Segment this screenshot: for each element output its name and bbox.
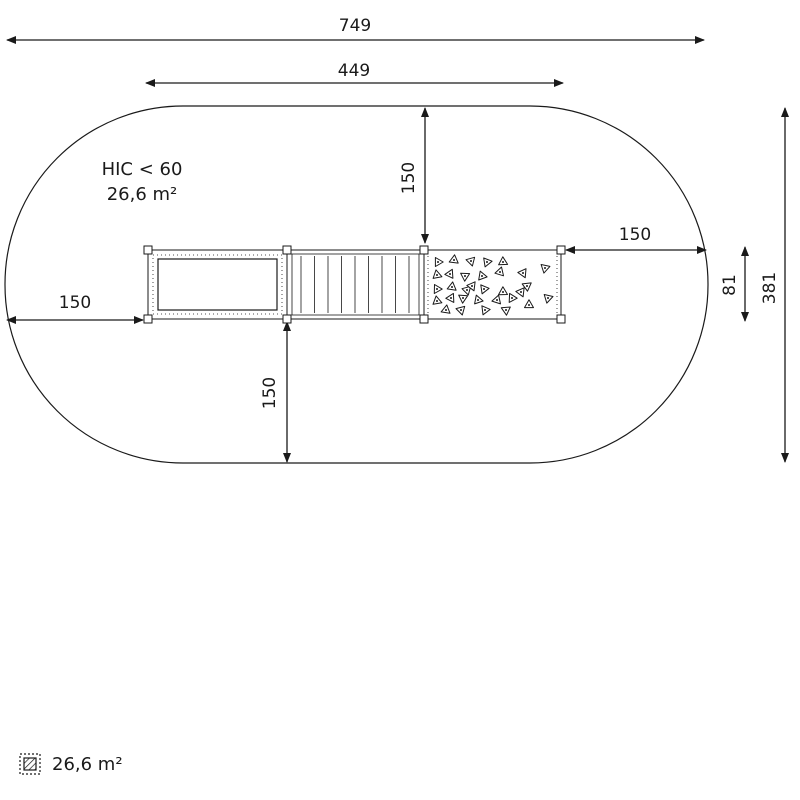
dimension-top-clearance: 150	[399, 107, 429, 244]
climbing-hold-bolt	[481, 275, 483, 277]
dimension-total-width: 749	[6, 16, 705, 44]
climbing-hold-bolt	[449, 273, 451, 275]
dimension-label-total-width: 749	[339, 16, 371, 36]
climbing-hold	[498, 256, 509, 266]
climbing-hold	[524, 299, 534, 309]
climbing-hold-bolt	[483, 288, 485, 290]
dimension-label-total-depth: 381	[760, 272, 780, 304]
climbing-hold-bolt	[544, 267, 546, 269]
climbing-hold-bolt	[499, 271, 501, 273]
climbing-hold	[480, 284, 490, 295]
climbing-hold-bolt	[484, 309, 486, 311]
climbing-hold-bolt	[453, 259, 455, 261]
climbing-hold-bolt	[502, 291, 504, 293]
climbing-hold-bolt	[464, 275, 466, 277]
climbing-hold-bolt	[502, 261, 504, 263]
climbing-hold	[432, 295, 443, 305]
climbing-hold	[483, 257, 493, 268]
post	[419, 314, 429, 324]
dimension-label-left-clearance: 150	[59, 293, 91, 313]
post	[556, 314, 566, 324]
climbing-hold	[515, 287, 525, 298]
dimension-label-equipment-depth: 81	[720, 274, 740, 296]
climbing-hold-bolt	[450, 297, 452, 299]
climbing-hold-bolt	[436, 288, 438, 290]
dimension-label-top-clearance: 150	[399, 162, 419, 194]
climbing-hold	[521, 282, 532, 292]
dimension-equipment-width: 449	[145, 61, 564, 87]
climbing-hold	[517, 268, 527, 279]
climbing-hold-bolt	[520, 291, 522, 293]
legend-area-label: 26,6 m²	[52, 753, 123, 775]
post	[282, 245, 292, 255]
climbing-hold	[498, 286, 508, 296]
post	[282, 314, 292, 324]
climbing-hold-bolt	[436, 300, 438, 302]
dimension-equipment-depth: 81	[720, 246, 749, 322]
climbing-hold-bolt	[437, 261, 439, 263]
post	[143, 245, 153, 255]
hatched-square-icon	[19, 753, 41, 775]
legend: 26,6 m²	[18, 752, 123, 776]
climbing-hold	[466, 281, 476, 292]
equipment-module-climbing-wall	[423, 249, 562, 320]
climbing-hold-bolt	[436, 274, 438, 276]
dimension-total-depth: 381	[760, 107, 789, 463]
climbing-hold	[440, 304, 451, 314]
climbing-hold	[478, 270, 488, 281]
climbing-hold-bolt	[477, 299, 479, 301]
climbing-hold-bolt	[470, 260, 472, 262]
safety-area-label: 26,6 m²	[107, 184, 178, 205]
post	[556, 245, 566, 255]
climbing-hold	[433, 284, 443, 294]
climbing-hold	[460, 272, 471, 282]
climbing-hold-bolt	[547, 297, 549, 299]
climbing-hold-bolt	[445, 309, 447, 311]
post	[419, 245, 429, 255]
climbing-holds	[432, 254, 554, 316]
climbing-hold-bolt	[460, 309, 462, 311]
safety-zone-outline	[4, 105, 709, 464]
equipment-posts	[143, 245, 566, 324]
climbing-hold	[445, 292, 455, 303]
climbing-hold-bolt	[526, 285, 528, 287]
dimension-left-clearance: 150	[6, 293, 144, 324]
climbing-hold	[446, 281, 457, 291]
climbing-hold	[448, 254, 459, 264]
climbing-hold-bolt	[466, 289, 468, 291]
dimension-label-equipment-width: 449	[338, 61, 370, 81]
climbing-hold	[508, 292, 518, 303]
climbing-hold-bolt	[462, 297, 464, 299]
climbing-hold-bolt	[486, 261, 488, 263]
climbing-hold	[500, 306, 511, 316]
climbing-hold-bolt	[528, 304, 530, 306]
climbing-hold	[458, 294, 469, 304]
equipment-module-slatted-bridge	[286, 249, 425, 320]
hic-label: HIC < 60	[102, 159, 183, 180]
climbing-hold-bolt	[471, 285, 473, 287]
equipment-module-frame	[147, 249, 288, 320]
dimension-bottom-clearance: 150	[260, 321, 291, 463]
climbing-hold	[434, 257, 444, 267]
climbing-hold	[444, 268, 454, 279]
post	[143, 314, 153, 324]
dimension-right-clearance: 150	[565, 225, 707, 254]
climbing-hold-bolt	[451, 286, 453, 288]
dimension-label-bottom-clearance: 150	[260, 377, 280, 409]
climbing-hold	[481, 305, 491, 316]
climbing-hold-bolt	[496, 299, 498, 301]
climbing-hold-bolt	[511, 297, 513, 299]
climbing-hold-bolt	[522, 272, 524, 274]
climbing-hold-bolt	[505, 309, 507, 311]
dimension-label-right-clearance: 150	[619, 225, 651, 245]
